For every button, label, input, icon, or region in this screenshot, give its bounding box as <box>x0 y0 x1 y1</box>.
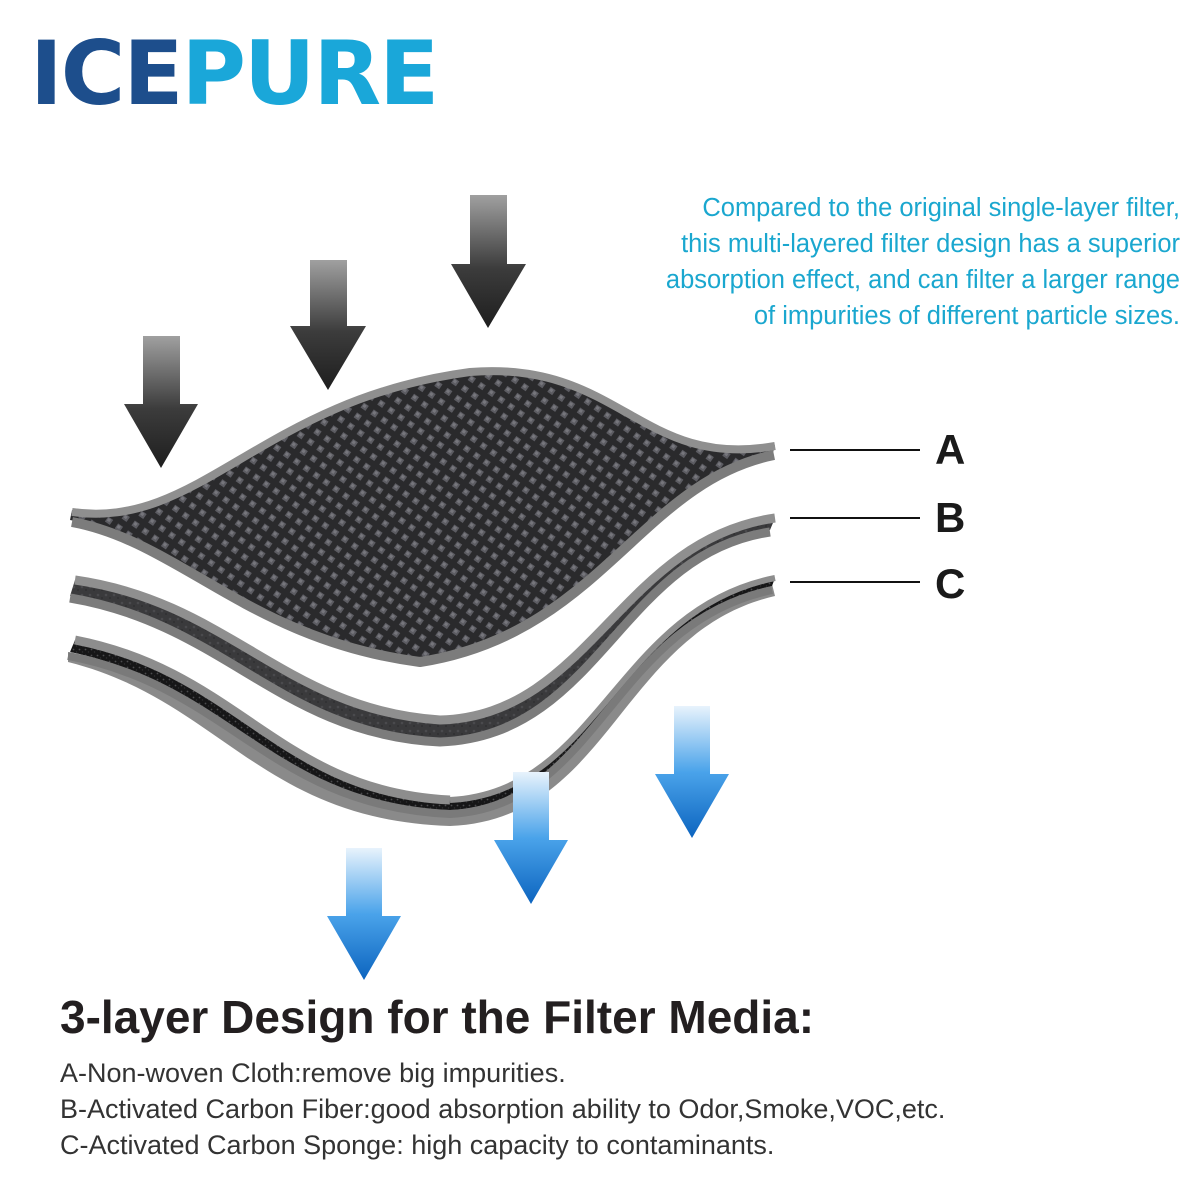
intro-paragraph: Compared to the original single-layer fi… <box>560 190 1180 334</box>
description-item: A-Non-woven Cloth:remove big impurities. <box>60 1058 566 1088</box>
brand-logo: ICE PURE <box>30 22 439 125</box>
section-heading: 3-layer Design for the Filter Media: <box>60 991 815 1043</box>
logo-ice: ICE <box>30 22 183 125</box>
layer-label-c: C <box>935 560 966 607</box>
intro-line: this multi-layered filter design has a s… <box>681 230 1180 258</box>
arrow-out-icon <box>494 772 568 904</box>
description-item: C-Activated Carbon Sponge: high capacity… <box>60 1130 775 1160</box>
arrow-in-icon <box>451 195 526 328</box>
arrow-in-icon <box>124 336 198 468</box>
arrow-in-icon <box>290 260 366 390</box>
filter-layers-diagram <box>67 195 920 980</box>
arrow-out-icon <box>327 848 401 980</box>
intro-line: Compared to the original single-layer fi… <box>702 194 1180 222</box>
arrow-out-icon <box>655 706 729 838</box>
layer-descriptions: A-Non-woven Cloth:remove big impurities.… <box>60 1055 945 1163</box>
intro-line: absorption effect, and can filter a larg… <box>665 266 1180 294</box>
description-item: B-Activated Carbon Fiber:good absorption… <box>60 1094 946 1124</box>
layer-label-a: A <box>935 426 966 473</box>
logo-pure: PURE <box>181 22 439 125</box>
layer-a-face <box>70 371 775 660</box>
intro-line: of impurities of different particle size… <box>753 302 1180 330</box>
layer-label-b: B <box>935 494 966 541</box>
